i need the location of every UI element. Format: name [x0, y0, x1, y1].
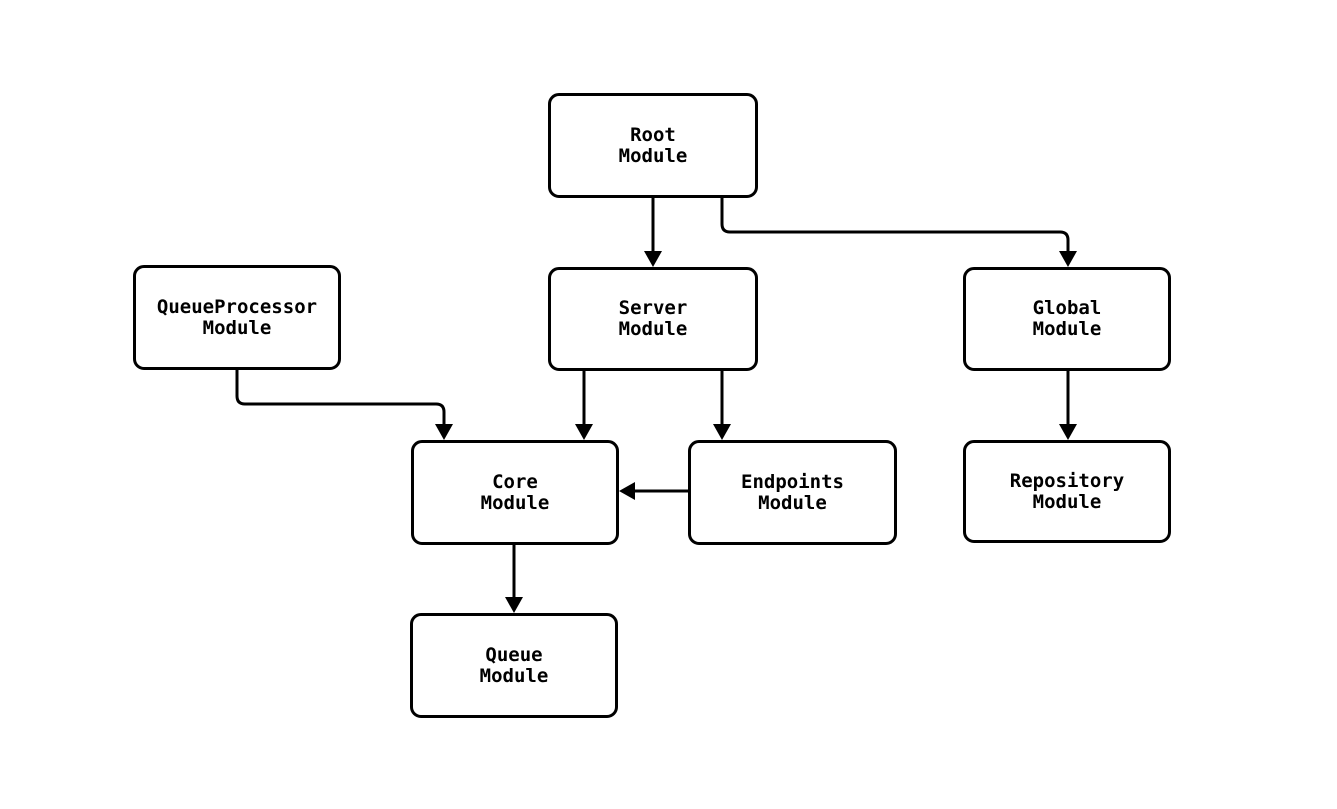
arrowhead-icon	[1059, 424, 1077, 440]
arrowhead-icon	[1059, 251, 1077, 267]
node-repository-module: Repository Module	[963, 440, 1171, 543]
node-root-module: Root Module	[548, 93, 758, 198]
arrowhead-icon	[644, 251, 662, 267]
node-queueprocessor-module: QueueProcessor Module	[133, 265, 341, 370]
arrowhead-icon	[713, 424, 731, 440]
node-label: Root Module	[618, 123, 688, 167]
node-label: Queue Module	[479, 643, 549, 687]
edge-server-to-endpoints	[713, 371, 731, 440]
node-core-module: Core Module	[411, 440, 619, 545]
arrowhead-icon	[435, 424, 453, 440]
edge-root-to-global	[720, 198, 1077, 267]
edge-global-to-repository	[1059, 371, 1077, 440]
edge-server-to-core	[575, 371, 593, 440]
arrowhead-icon	[619, 482, 635, 500]
node-label: Core Module	[480, 470, 550, 514]
node-label: Server Module	[618, 297, 688, 340]
arrowhead-icon	[505, 597, 523, 613]
node-label: QueueProcessor Module	[156, 295, 318, 339]
node-queue-module: Queue Module	[410, 613, 618, 718]
edge-endpoints-to-core	[619, 482, 688, 500]
node-server-module: Server Module	[548, 267, 758, 371]
node-label: Global Module	[1032, 297, 1102, 340]
arrowhead-icon	[575, 424, 593, 440]
node-global-module: Global Module	[963, 267, 1171, 371]
edge-root-to-server	[644, 198, 662, 267]
node-endpoints-module: Endpoints Module	[688, 440, 897, 545]
node-label: Endpoints Module	[741, 470, 844, 514]
node-label: Repository Module	[1009, 469, 1125, 513]
edge-core-to-queue	[505, 545, 523, 613]
edge-queueprocessor-to-core	[235, 370, 453, 440]
